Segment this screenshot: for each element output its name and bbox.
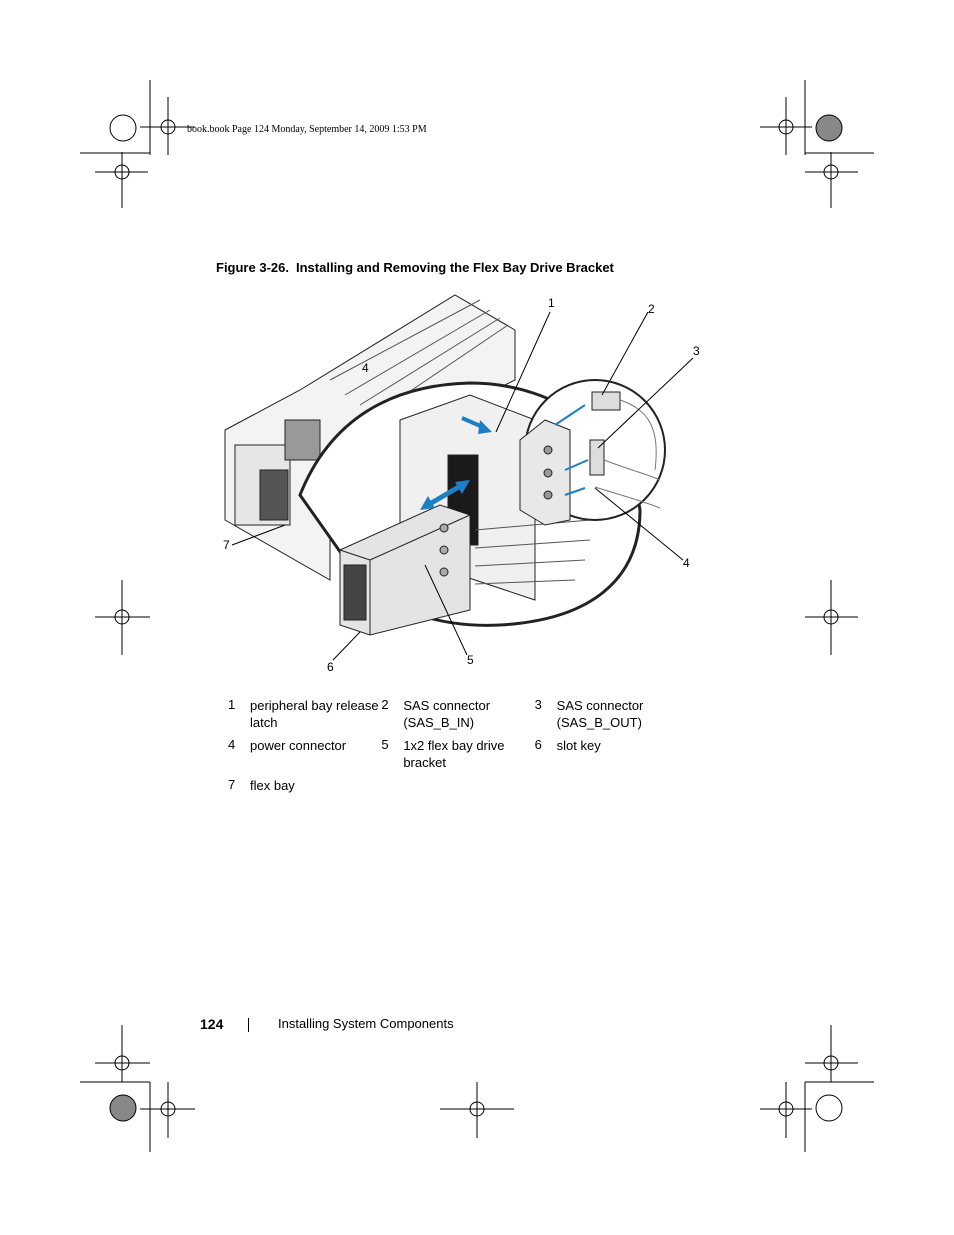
callout-5: 5 — [467, 653, 474, 667]
figure-title: Installing and Removing the Flex Bay Dri… — [296, 260, 614, 275]
footer-divider — [248, 1018, 249, 1032]
callout-4: 4 — [683, 556, 690, 570]
callout-7: 7 — [223, 538, 230, 552]
print-slug: book.book Page 124 Monday, September 14,… — [187, 124, 427, 135]
callout-1: 1 — [548, 296, 555, 310]
starburst-mark-icon — [109, 114, 137, 142]
figure-number: Figure 3-26. — [216, 260, 289, 275]
page-number: 124 — [200, 1016, 224, 1032]
inset-callout-4: 4 — [362, 361, 369, 375]
callout-3: 3 — [693, 344, 700, 358]
callout-6: 6 — [327, 660, 334, 674]
callout-2: 2 — [648, 302, 655, 316]
figure-caption: Figure 3-26. Installing and Removing the … — [216, 260, 614, 275]
section-title: Installing System Components — [278, 1016, 454, 1031]
